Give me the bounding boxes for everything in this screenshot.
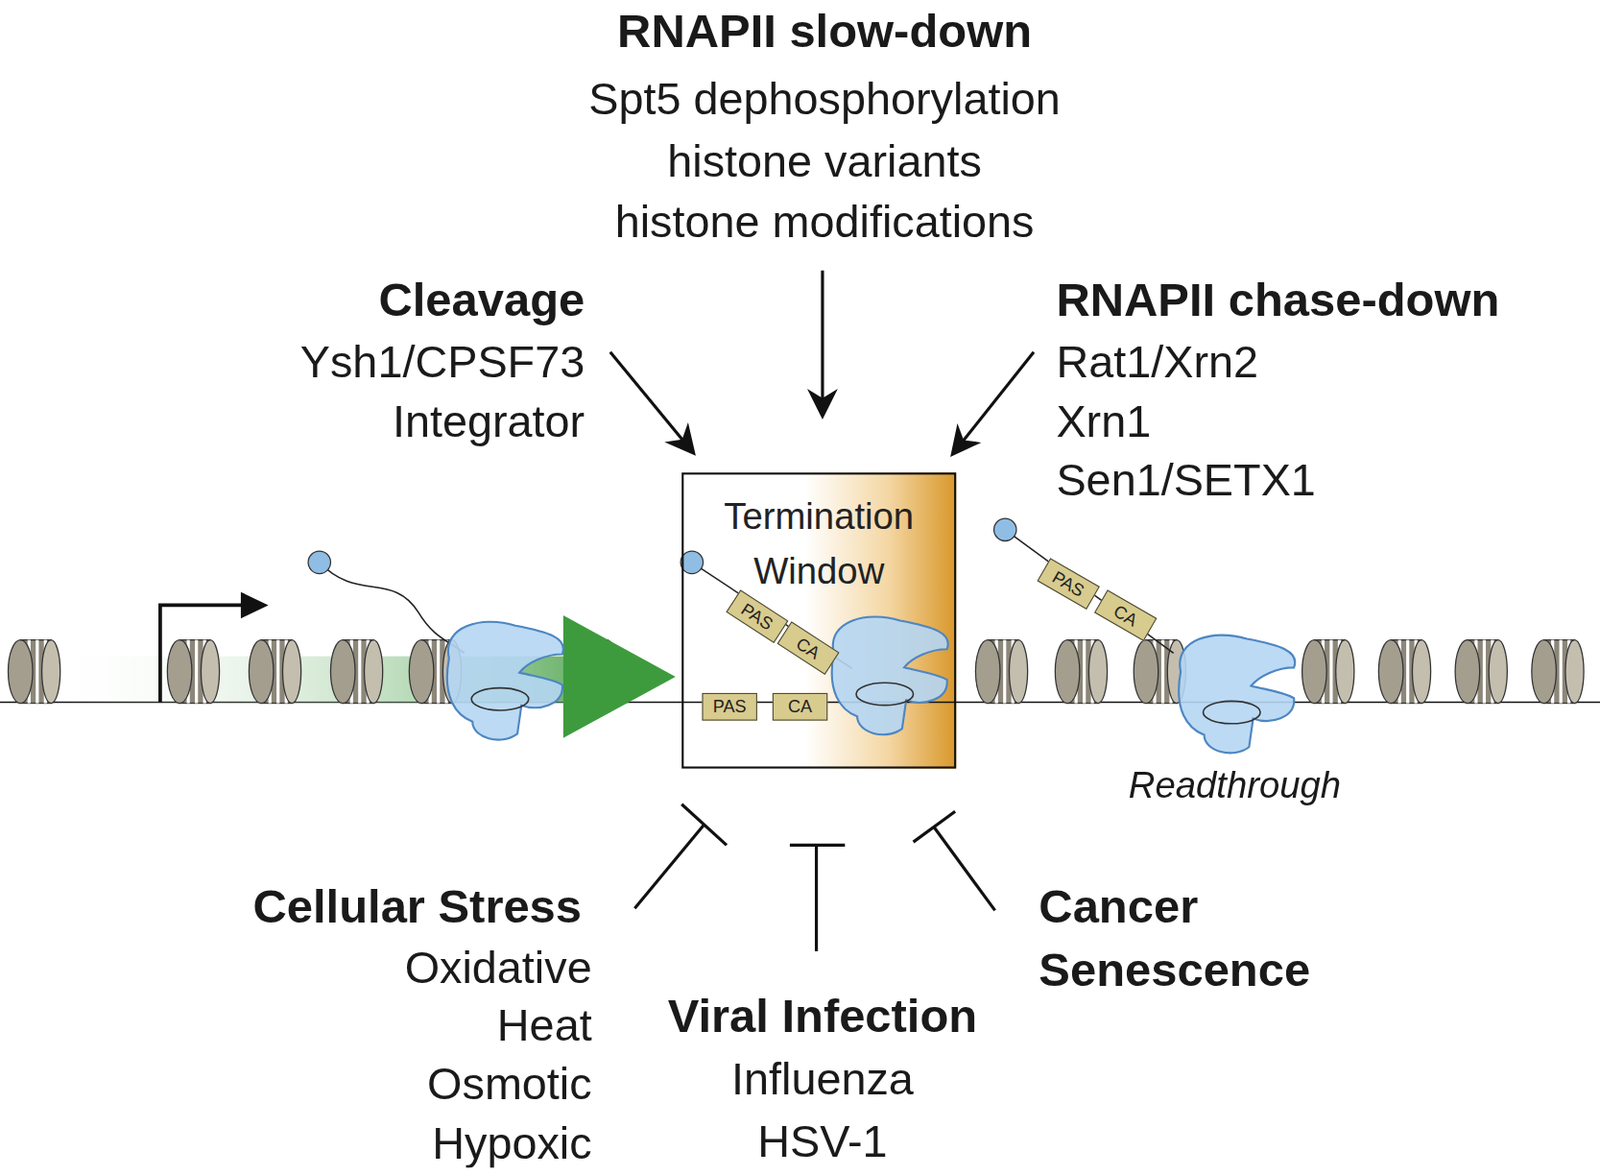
- window-title: Termination Window: [693, 488, 944, 599]
- rnapii: [832, 616, 949, 735]
- factor-item: Integrator: [392, 399, 585, 445]
- promoter-arrow: [160, 604, 245, 702]
- factor-item: Spt5 dephosphorylation: [588, 76, 1061, 122]
- factor-item: Heat: [497, 1002, 593, 1049]
- promoter-arrowhead: [240, 592, 269, 620]
- rnapii: [1178, 635, 1295, 754]
- inhibit-bar: [681, 804, 727, 846]
- section-heading: RNAPII slow-down: [617, 6, 1032, 54]
- direction-triangle: [563, 615, 676, 739]
- signal-tag: PAS: [701, 692, 757, 721]
- factor-item: HSV-1: [757, 1118, 887, 1164]
- inhibit-bar: [789, 843, 845, 847]
- tag-text: CA: [1110, 601, 1141, 629]
- section-heading: RNAPII chase-down: [1055, 275, 1500, 323]
- factor-item: Osmotic: [427, 1061, 593, 1107]
- section-heading: Cleavage: [378, 275, 585, 323]
- factor-item: Rat1/Xrn2: [1055, 339, 1259, 385]
- factor-item: Oxidative: [405, 945, 593, 991]
- window-fill: [681, 472, 956, 768]
- factor-item: Sen1/SETX1: [1055, 456, 1315, 502]
- promote-arrow: [954, 352, 1034, 453]
- section-heading: Cellular Stress: [252, 883, 582, 931]
- cap-dot: [680, 550, 703, 574]
- cap-dot: [994, 518, 1017, 541]
- tag-text: PAS: [1050, 568, 1088, 600]
- rnapii: [447, 621, 564, 741]
- signal-tag: PAS: [725, 589, 789, 644]
- signal-tag: CA: [777, 620, 840, 675]
- promote-arrow: [820, 270, 824, 414]
- factor-item: histone variants: [667, 139, 982, 185]
- tag-text: CA: [793, 634, 824, 663]
- inhibit-bar: [913, 811, 956, 842]
- section-heading: Senescence: [1038, 946, 1311, 994]
- inhibit-line: [933, 826, 996, 910]
- signal-tag: CA: [772, 692, 828, 721]
- factor-item: Ysh1/CPSF73: [300, 339, 585, 385]
- rna-strand: [319, 562, 465, 654]
- promote-arrow: [610, 352, 693, 452]
- termination-window: Termination WindowPASCAPASCA: [681, 472, 956, 768]
- factor-item: Xrn1: [1055, 399, 1151, 445]
- state-label: Readthrough: [1128, 767, 1341, 805]
- section-heading: Cancer: [1038, 883, 1198, 931]
- section-heading: Viral Infection: [668, 991, 979, 1039]
- rna-strand: [1004, 529, 1173, 654]
- signal-tag: CA: [1094, 589, 1157, 642]
- inhibit-line: [814, 844, 818, 952]
- factor-item: Hypoxic: [431, 1120, 592, 1166]
- factor-item: Influenza: [731, 1055, 914, 1101]
- tag-text: PAS: [738, 599, 776, 633]
- factor-item: histone modifications: [615, 198, 1035, 244]
- signal-tag: PAS: [1036, 557, 1099, 610]
- cap-dot: [308, 550, 331, 574]
- inhibit-line: [634, 824, 704, 908]
- tag-text: PAS: [713, 697, 747, 716]
- tag-text: CA: [788, 697, 812, 716]
